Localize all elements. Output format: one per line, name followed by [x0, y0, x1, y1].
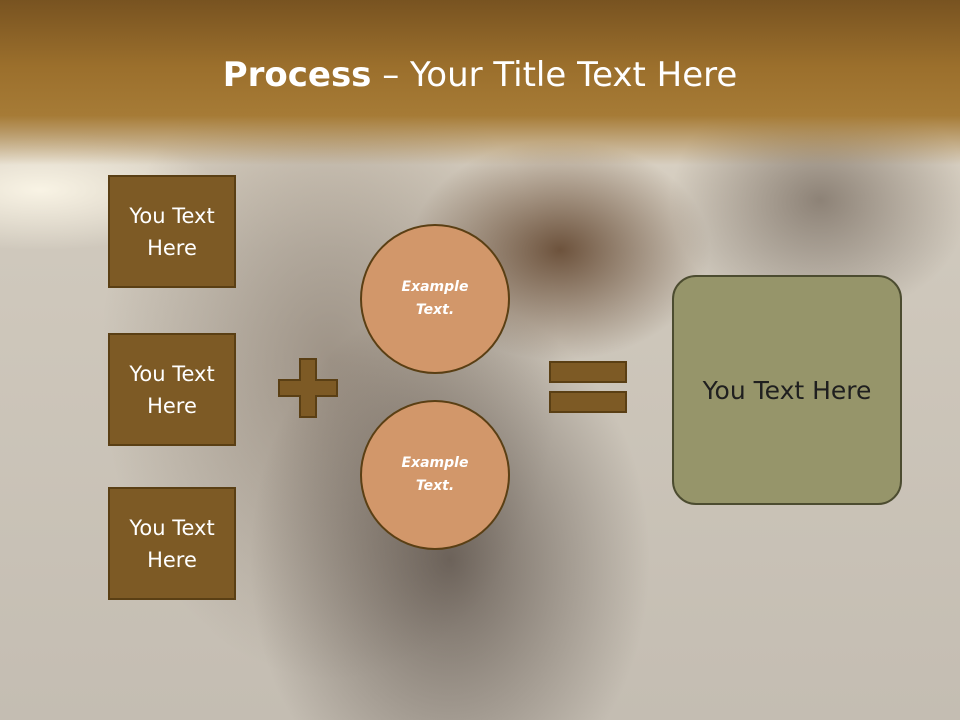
result-box: You Text Here	[672, 275, 902, 505]
header-band	[0, 0, 960, 165]
equals-icon	[549, 361, 627, 413]
slide-title: Process – Your Title Text Here	[0, 52, 960, 98]
left-box-label: You Text Here	[129, 361, 215, 418]
example-circle-2: Example Text.	[360, 400, 510, 550]
left-box-2: You Text Here	[108, 333, 236, 446]
title-rest: – Your Title Text Here	[371, 55, 738, 95]
plus-icon	[278, 358, 338, 418]
left-box-1: You Text Here	[108, 175, 236, 288]
circle-label: Example Text.	[401, 279, 469, 318]
left-box-label: You Text Here	[129, 515, 215, 572]
title-bold: Process	[222, 55, 372, 95]
result-label: You Text Here	[702, 375, 872, 405]
example-circle-1: Example Text.	[360, 224, 510, 374]
left-box-label: You Text Here	[129, 203, 215, 260]
left-box-3: You Text Here	[108, 487, 236, 600]
circle-label: Example Text.	[401, 455, 469, 494]
